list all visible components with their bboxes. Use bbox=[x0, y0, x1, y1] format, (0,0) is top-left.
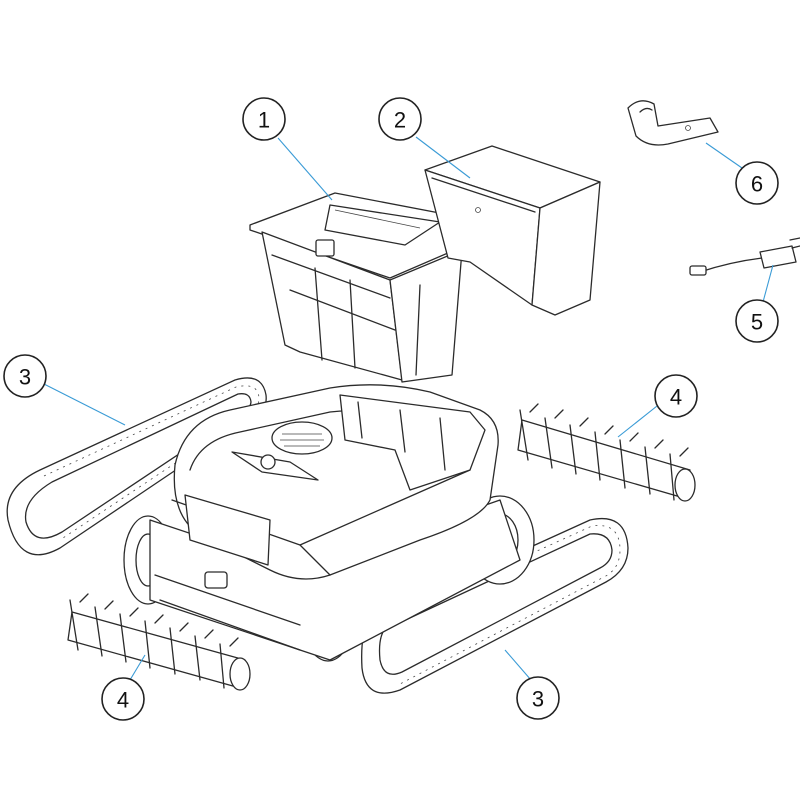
callout-label: 6 bbox=[751, 172, 763, 197]
callout-label: 3 bbox=[19, 365, 31, 390]
callout-label: 4 bbox=[117, 688, 129, 713]
brush-roller-icon bbox=[517, 403, 696, 502]
brush-roller-icon bbox=[67, 593, 251, 691]
robot-body-icon bbox=[123, 384, 535, 662]
leader-line-6 bbox=[705, 142, 743, 169]
callout-2: 2 bbox=[378, 97, 422, 141]
filter-container-icon bbox=[424, 145, 601, 316]
callout-label: 1 bbox=[258, 108, 270, 133]
drive-track-icon bbox=[361, 517, 629, 694]
callout-label: 5 bbox=[751, 310, 763, 335]
filter-basket-icon bbox=[249, 192, 479, 383]
leader-line-2 bbox=[415, 136, 471, 179]
callout-6: 6 bbox=[735, 161, 779, 205]
callout-5: 5 bbox=[735, 299, 779, 343]
leader-line-4b bbox=[129, 654, 146, 681]
callout-label: 3 bbox=[532, 687, 544, 712]
leader-line-3a bbox=[43, 383, 126, 426]
leader-lines bbox=[43, 136, 774, 681]
callout-label: 4 bbox=[670, 385, 682, 410]
leader-line-4a bbox=[617, 405, 658, 438]
swivel-clip-icon bbox=[627, 100, 719, 146]
leader-line-5 bbox=[762, 264, 774, 303]
callout-4a: 4 bbox=[654, 374, 698, 418]
callout-3b: 3 bbox=[516, 676, 560, 720]
leader-line-3b bbox=[504, 649, 532, 681]
leader-line-1 bbox=[277, 137, 333, 201]
callout-3a: 3 bbox=[3, 354, 47, 398]
callout-1: 1 bbox=[242, 97, 286, 141]
callout-label: 2 bbox=[394, 108, 406, 133]
power-adapter-icon bbox=[689, 237, 800, 276]
callout-4b: 4 bbox=[101, 677, 145, 721]
